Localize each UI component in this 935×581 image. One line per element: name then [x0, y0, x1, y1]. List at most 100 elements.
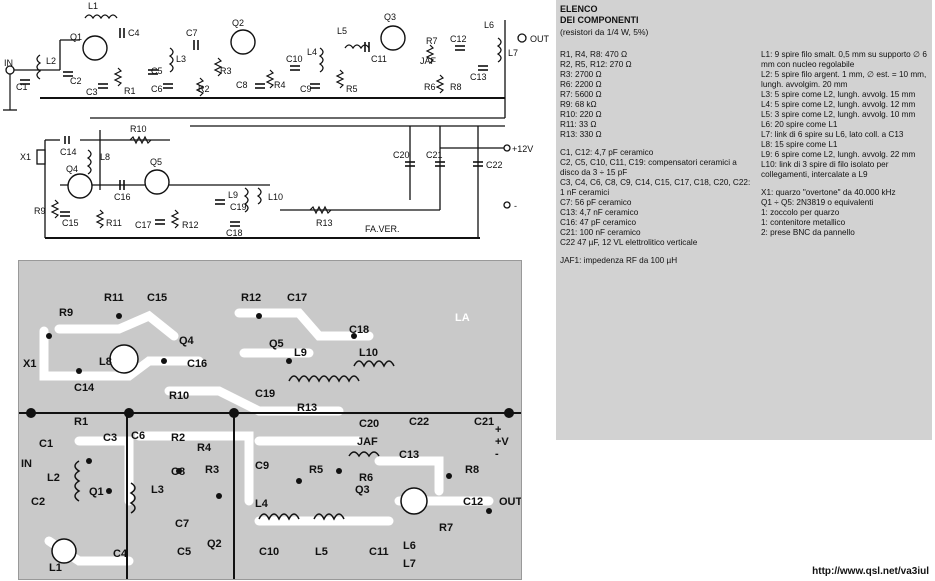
schematic-diagram: IN C1 L2 C2 L1 Q1 C3 C4 R1 C5 L3 C6 C7 Q… — [3, 1, 550, 239]
sch-label: C1 — [16, 82, 28, 92]
pcb-label: R3 — [205, 464, 219, 476]
crystal-symbol — [36, 149, 46, 165]
part-line: L8: 15 spire come L1 — [761, 140, 838, 149]
title-line-1: ELENCO — [560, 4, 598, 14]
pcb-label: C17 — [287, 292, 307, 304]
pcb-minus-label: - — [495, 448, 499, 460]
pcb-label: R10 — [169, 390, 189, 402]
pcb-label: R4 — [197, 442, 212, 454]
part-line: R11: 33 Ω — [560, 120, 597, 129]
sch-label: R10 — [130, 124, 147, 134]
pcb-label: L10 — [359, 347, 378, 359]
sch-label: R13 — [316, 218, 333, 228]
part-line: R2, R5, R12: 270 Ω — [560, 60, 632, 69]
part-line: L6: 20 spire come L1 — [761, 120, 838, 129]
sch-label: L5 — [337, 26, 347, 36]
ground-terminal — [503, 201, 511, 209]
pcb-label: L5 — [315, 546, 328, 558]
sch-label: L4 — [307, 47, 317, 57]
part-line: L4: 5 spire come L2, lungh. avvolg. 12 m… — [761, 100, 916, 109]
pcb-label: L7 — [403, 558, 416, 570]
sch-label: C7 — [186, 28, 198, 38]
sch-label: R4 — [274, 80, 286, 90]
pcb-label: C13 — [399, 449, 419, 461]
parts-list-panel: ELENCO DEI COMPONENTI (resistori da 1/4 … — [556, 0, 932, 440]
sch-label: Q3 — [384, 12, 396, 22]
part-line: 1: contenitore metallico — [761, 218, 846, 227]
pcb-label: C8 — [171, 466, 185, 478]
pcb-label: C15 — [147, 292, 167, 304]
sch-label: Q4 — [66, 164, 78, 174]
pcb-label: C9 — [255, 460, 269, 472]
pcb-label: X1 — [23, 358, 36, 370]
sch-label: C6 — [151, 84, 163, 94]
sch-label: C22 — [486, 160, 503, 170]
pcb-label: R11 — [104, 292, 124, 304]
part-line: X1: quarzo "overtone" da 40.000 kHz — [761, 188, 896, 197]
sch-label: C18 — [226, 228, 243, 238]
part-line: C3, C4, C6, C8, C9, C14, C15, C17, C18, … — [560, 178, 751, 197]
sch-label: L1 — [88, 1, 98, 11]
sch-label: C16 — [114, 192, 131, 202]
sch-label: Q5 — [150, 157, 162, 167]
sch-label: R2 — [198, 84, 210, 94]
sch-label: C3 — [86, 87, 98, 97]
sch-label: C17 — [135, 220, 152, 230]
pcb-label: L8 — [99, 356, 112, 368]
pcb-supply-label: +V — [495, 436, 509, 448]
pcb-label: Q1 — [89, 486, 104, 498]
pcb-label: C18 — [349, 324, 369, 336]
parts-list-right-column: L1: 9 spire filo smalt. 0,5 mm su suppor… — [761, 50, 929, 238]
sch-label: C20 — [393, 150, 410, 160]
sch-label: C10 — [286, 54, 303, 64]
part-line: R3: 2700 Ω — [560, 70, 602, 79]
sch-label: C12 — [450, 34, 467, 44]
pcb-label: IN — [21, 458, 32, 470]
sch-label: IN — [4, 58, 13, 68]
sch-label: Q1 — [70, 32, 82, 42]
pcb-label: R2 — [171, 432, 185, 444]
sch-label: L8 — [100, 152, 110, 162]
sch-label: C11 — [371, 54, 387, 64]
pcb-plus-label: + — [495, 424, 501, 436]
pcb-layout: R9 R11 C15 R12 C17 Q4 Q5 L9 L10 C18 X1 L… — [18, 260, 522, 580]
pcb-label: L9 — [294, 347, 307, 359]
part-line: L5: 3 spire come L2, lungh. avvolg. 10 m… — [761, 110, 916, 119]
pcb-label: Q5 — [269, 338, 284, 350]
part-line: R10: 220 Ω — [560, 110, 602, 119]
sch-bus-label: FA.VER. — [365, 224, 400, 234]
sch-label: R3 — [220, 66, 232, 76]
part-line: L1: 9 spire filo smalt. 0,5 mm su suppor… — [761, 50, 927, 69]
pcb-label: JAF — [357, 436, 378, 448]
sch-label: R8 — [450, 82, 462, 92]
pcb-label: R9 — [59, 307, 73, 319]
sch-label: R6 — [424, 82, 436, 92]
pcb-label: C21 — [474, 416, 494, 428]
sch-label: R11 — [106, 218, 122, 228]
parts-list-title: ELENCO DEI COMPONENTI — [560, 4, 639, 26]
part-line: R7: 5600 Ω — [560, 90, 602, 99]
sch-label: C8 — [236, 80, 248, 90]
sch-label: L10 — [268, 192, 283, 202]
sch-label: R7 — [426, 36, 438, 46]
part-line: L7: link di 6 spire su L6, lato coll. a … — [761, 130, 904, 139]
part-line: L3: 5 spire come L2, lungh. avvolg. 15 m… — [761, 90, 916, 99]
pcb-label: C22 — [409, 416, 429, 428]
source-url: http://www.qsl.net/va3iul — [812, 566, 929, 577]
sch-label: C13 — [470, 72, 487, 82]
pcb-label: C16 — [187, 358, 207, 370]
pcb-label: C14 — [74, 382, 95, 394]
part-line: C2, C5, C10, C11, C19: compensatori cera… — [560, 158, 737, 177]
pcb-label: C6 — [131, 430, 145, 442]
pcb-label: C2 — [31, 496, 45, 508]
part-line: L10: link di 3 spire di filo isolato per… — [761, 160, 889, 179]
part-line: C7: 56 pF ceramico — [560, 198, 632, 207]
part-line: C21: 100 nF ceramico — [560, 228, 641, 237]
sch-label: C9 — [300, 84, 312, 94]
pcb-label: L4 — [255, 498, 269, 510]
parts-list-left-column: R1, R4, R8: 470 Ω R2, R5, R12: 270 Ω R3:… — [560, 50, 756, 266]
sch-label: R5 — [346, 84, 358, 94]
pcb-label: C10 — [259, 546, 279, 558]
part-line: R1, R4, R8: 470 Ω — [560, 50, 628, 59]
part-line: R13: 330 Ω — [560, 130, 602, 139]
